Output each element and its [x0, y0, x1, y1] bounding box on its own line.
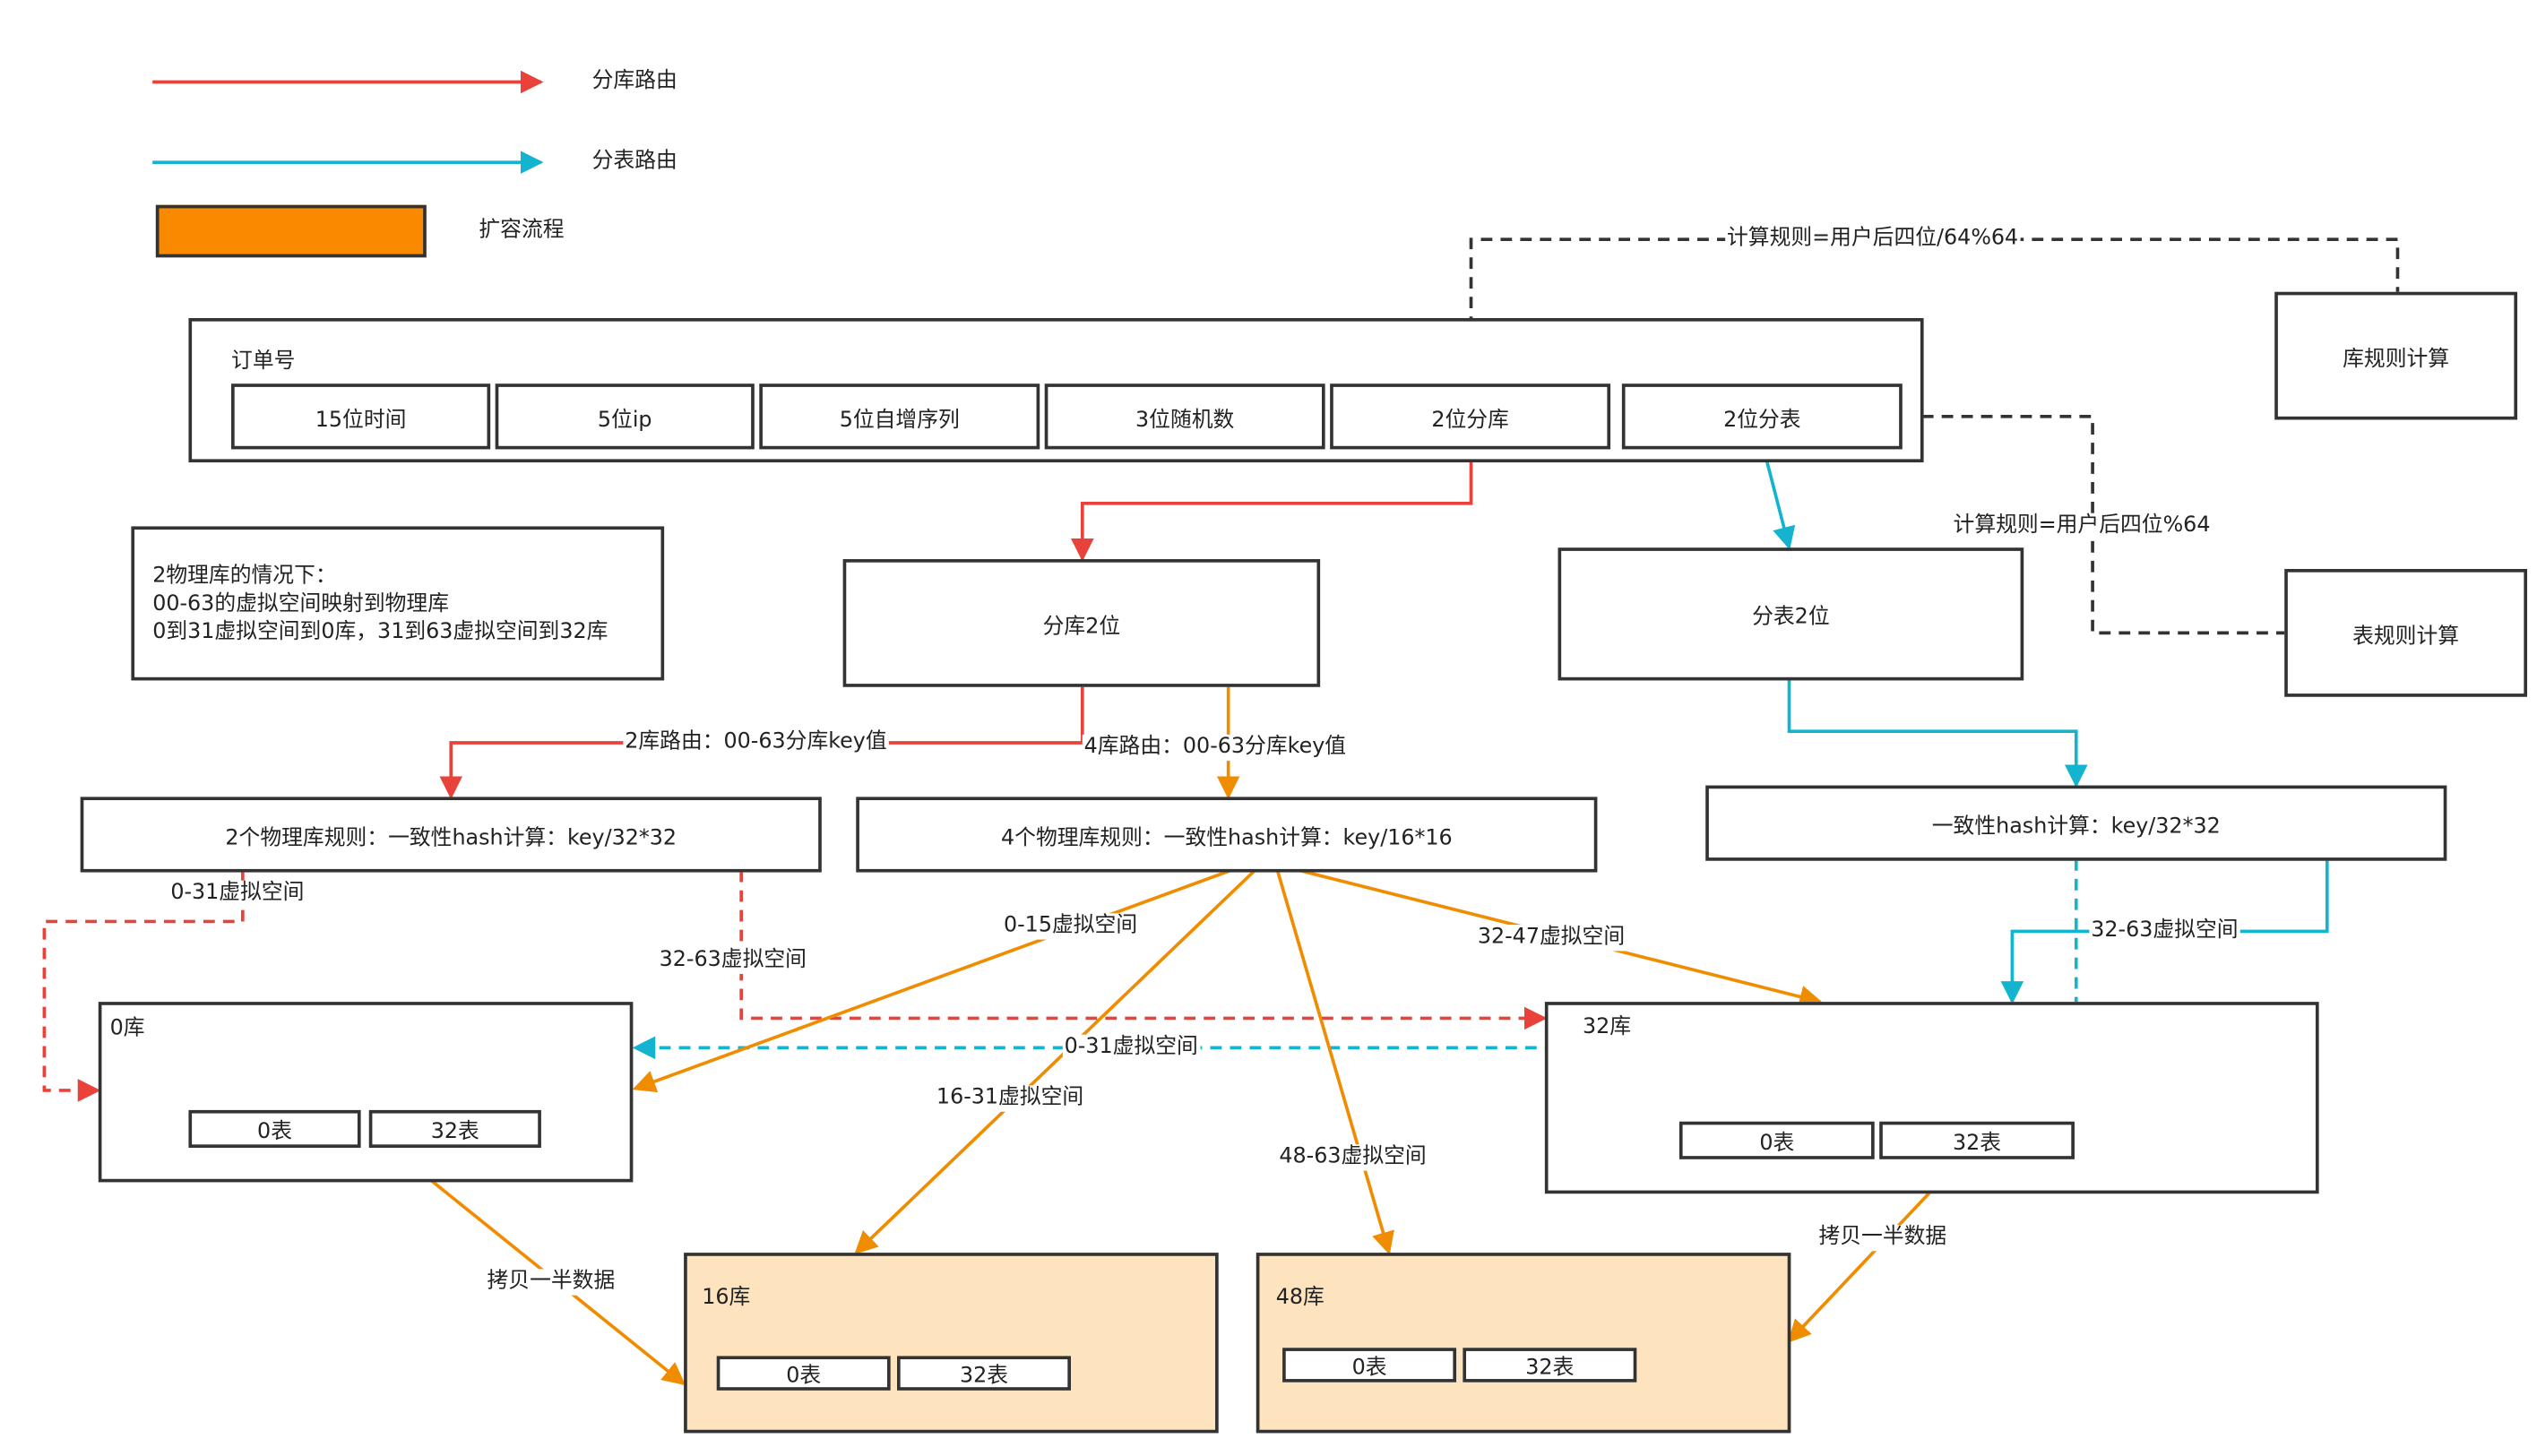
- db0-title: 0库: [109, 1016, 145, 1042]
- legend-db-route-label: 分库路由: [591, 68, 677, 94]
- db32-box: 32库: [1544, 1002, 2319, 1194]
- db16-box: 16库: [684, 1253, 1219, 1434]
- legend-table-route-label: 分表路由: [591, 149, 677, 174]
- rule-2db-box: 2个物理库规则：一致性hash计算：key/32*32: [80, 797, 822, 873]
- rule-4db-box: 4个物理库规则：一致性hash计算：key/16*16: [856, 797, 1598, 873]
- db0-table-32: 32表: [368, 1109, 541, 1148]
- label-route-4db: 4库路由：00-63分库key值: [1082, 734, 1348, 762]
- db16-table-0: 0表: [716, 1356, 891, 1391]
- note-line-2: 00-63的虚拟空间映射到物理库: [152, 591, 450, 617]
- db-two-box: 分库2位: [842, 559, 1321, 687]
- legend-expand-swatch: [155, 204, 427, 258]
- legend-expand-label: 扩容流程: [479, 218, 565, 243]
- table-two-box: 分表2位: [1558, 547, 2024, 681]
- order-number-title: 订单号: [231, 349, 296, 375]
- db48-table-0: 0表: [1282, 1348, 1457, 1383]
- segment-db: 2位分库: [1330, 383, 1611, 450]
- segment-sequence: 5位自增序列: [759, 383, 1040, 450]
- edge-rule-2db-to-db32: [739, 870, 1548, 1030]
- label-t-32-63: 32-63虚拟空间: [2089, 918, 2240, 945]
- label-r4-16-31: 16-31虚拟空间: [935, 1085, 1086, 1112]
- db32-title: 32库: [1582, 1014, 1632, 1040]
- segment-time: 15位时间: [231, 383, 491, 450]
- segment-ip: 5位ip: [495, 383, 755, 450]
- db32-table-0: 0表: [1678, 1121, 1875, 1159]
- label-copy-right: 拷贝一半数据: [1816, 1225, 1949, 1252]
- segment-random: 3位随机数: [1044, 383, 1325, 450]
- edge-table-two-to-rule-table: [1787, 678, 2088, 788]
- db-rule-box: 库规则计算: [2274, 291, 2518, 420]
- table-rule-box: 表规则计算: [2284, 569, 2528, 697]
- db48-table-32: 32表: [1463, 1348, 1637, 1383]
- label-r2-0-31: 0-31虚拟空间: [168, 880, 306, 907]
- note-line-3: 0到31虚拟空间到0库，31到63虚拟空间到32库: [152, 619, 608, 645]
- label-r2-32-63: 32-63虚拟空间: [657, 947, 808, 975]
- label-r4-0-15: 0-15虚拟空间: [1002, 913, 1139, 940]
- rule-table-box: 一致性hash计算：key/32*32: [1705, 785, 2447, 861]
- note-line-1: 2物理库的情况下：: [152, 564, 337, 589]
- edge-rule-4db-to-db0: [632, 869, 1231, 1093]
- db16-table-32: 32表: [897, 1356, 1071, 1391]
- edge-copy-db32-to-db48: [1787, 1191, 1932, 1343]
- label-r4-48-63: 48-63虚拟空间: [1277, 1144, 1428, 1171]
- label-r4-32-47: 32-47虚拟空间: [1476, 925, 1627, 952]
- edge-rule-4db-to-db16: [854, 869, 1256, 1254]
- edge-db-seg-to-db-two: [1070, 445, 1473, 562]
- edge-table-seg-to-table-two: [1761, 445, 1796, 550]
- db48-box: 48库: [1256, 1253, 1791, 1434]
- db32-table-32: 32表: [1879, 1121, 2075, 1159]
- db-rule-text: 计算规则=用户后四位/64%64: [1725, 226, 2021, 253]
- edge-rule-2db-to-db0: [42, 870, 245, 1102]
- note-box: 2物理库的情况下： 00-63的虚拟空间映射到物理库 0到31虚拟空间到0库，3…: [131, 526, 665, 681]
- table-rule-text: 计算规则=用户后四位%64: [1951, 513, 2213, 540]
- db0-table-0: 0表: [188, 1109, 361, 1148]
- label-copy-left: 拷贝一半数据: [485, 1269, 617, 1296]
- label-t-0-31: 0-31虚拟空间: [1062, 1034, 1200, 1062]
- segment-table: 2位分表: [1621, 383, 1903, 450]
- db16-title: 16库: [702, 1285, 751, 1311]
- label-route-2db: 2库路由：00-63分库key值: [623, 729, 889, 756]
- db0-box: 0库: [98, 1002, 634, 1183]
- db48-title: 48库: [1275, 1285, 1325, 1311]
- edge-rule-4db-to-db48: [1275, 870, 1394, 1255]
